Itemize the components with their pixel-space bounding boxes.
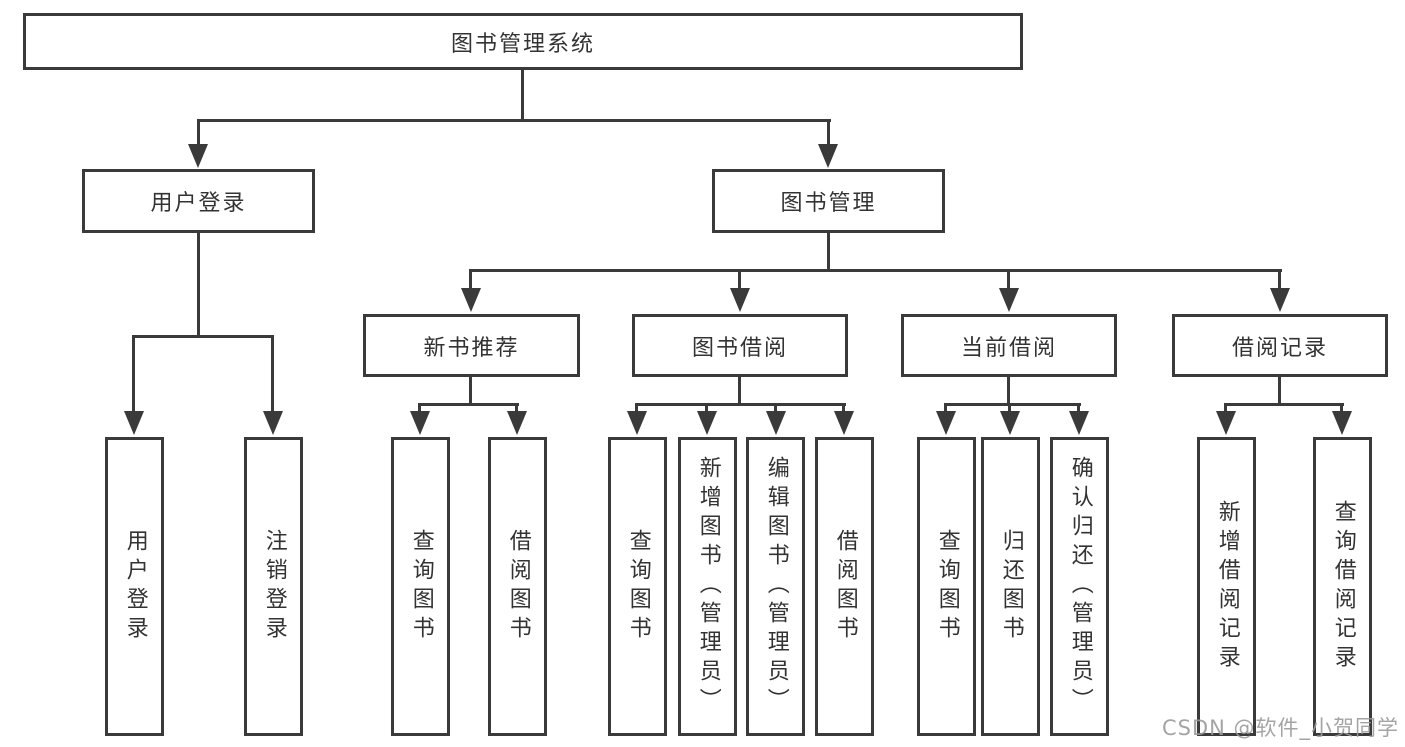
leaf-user-login: 用户登录 [105, 437, 164, 736]
node-borrowing-records: 借阅记录 [1172, 314, 1388, 377]
leaf-add-borrow-record: 新增借阅记录 [1197, 437, 1256, 736]
connector-root-left-drop [197, 119, 200, 147]
leaf-borrow-books-label: 借阅图书 [832, 528, 858, 645]
arrow-down-icon [124, 411, 144, 435]
connector-current-drop [1077, 403, 1080, 413]
arrow-down-icon [627, 411, 647, 435]
connector-records-stem [1278, 377, 1281, 406]
connector-borrowing-drop [842, 403, 845, 413]
arrow-down-icon [834, 411, 854, 435]
leaf-user-login-label: 用户登录 [122, 528, 148, 645]
connector-newbook-drop [418, 403, 421, 413]
leaf-add-books-admin: 新增图书（管理员） [678, 437, 737, 736]
connector-bookmgmt-drop [1007, 269, 1010, 290]
node-current-borrowing: 当前借阅 [901, 314, 1117, 377]
arrow-down-icon [1216, 411, 1236, 435]
arrow-down-icon [188, 144, 208, 168]
leaf-return-books-label: 归还图书 [998, 528, 1024, 645]
connector-records-drop [1340, 403, 1343, 413]
connector-records-drop [1224, 403, 1227, 413]
arrow-down-icon [766, 411, 786, 435]
connector-userlogin-bar [132, 335, 274, 338]
leaf-add-books-admin-label: 新增图书（管理员） [695, 456, 721, 717]
leaf-query-books-current: 查询图书 [917, 437, 976, 736]
node-user-login: 用户登录 [82, 169, 315, 233]
leaf-query-books-recommend-label: 查询图书 [408, 528, 434, 645]
leaf-confirm-return-admin-label: 确认归还（管理员） [1067, 456, 1093, 717]
connector-borrowing-drop [705, 403, 708, 413]
connector-current-drop [944, 403, 947, 413]
connector-current-stem [1007, 377, 1010, 406]
connector-root-stem [521, 69, 524, 121]
leaf-logout: 注销登录 [244, 437, 303, 736]
arrow-down-icon [410, 411, 430, 435]
leaf-query-books-current-label: 查询图书 [934, 528, 960, 645]
leaf-borrow-books-recommend: 借阅图书 [488, 437, 547, 736]
leaf-add-borrow-record-label: 新增借阅记录 [1214, 499, 1240, 674]
connector-userlogin-drop [271, 335, 274, 413]
connector-records-bar [1224, 403, 1344, 406]
node-new-book-recommendation: 新书推荐 [363, 314, 580, 377]
arrow-down-icon [1270, 288, 1290, 312]
csdn-watermark: CSDN @软件_小贺同学 [1162, 716, 1400, 740]
connector-bookmgmt-drop [469, 269, 472, 290]
leaf-query-books-borrowing: 查询图书 [608, 437, 667, 736]
arrow-down-icon [263, 411, 283, 435]
arrow-down-icon [936, 411, 956, 435]
arrow-down-icon [697, 411, 717, 435]
arrow-down-icon [999, 288, 1019, 312]
leaf-query-borrow-record-label: 查询借阅记录 [1330, 499, 1356, 674]
arrow-down-icon [1000, 411, 1020, 435]
leaf-query-borrow-record: 查询借阅记录 [1313, 437, 1372, 736]
connector-current-bar [944, 403, 1081, 406]
arrow-down-icon [1069, 411, 1089, 435]
leaf-query-books-borrowing-label: 查询图书 [625, 528, 651, 645]
leaf-edit-books-admin-label: 编辑图书（管理员） [763, 456, 789, 717]
node-book-borrowing: 图书借阅 [632, 314, 848, 377]
connector-bookmgmt-drop [1278, 269, 1281, 290]
leaf-query-books-recommend: 查询图书 [391, 437, 450, 736]
connector-bookmgmt-bar [469, 269, 1282, 272]
leaf-edit-books-admin: 编辑图书（管理员） [746, 437, 805, 736]
leaf-borrow-books: 借阅图书 [815, 437, 874, 736]
arrow-down-icon [818, 144, 838, 168]
connector-root-bar [197, 119, 831, 122]
connector-userlogin-drop [132, 335, 135, 413]
arrow-down-icon [507, 411, 527, 435]
connector-newbook-drop [515, 403, 518, 413]
connector-borrowing-bar [635, 403, 846, 406]
connector-newbook-stem [469, 377, 472, 406]
connector-bookmgmt-drop [738, 269, 741, 290]
leaf-logout-label: 注销登录 [261, 528, 287, 645]
node-book-management: 图书管理 [712, 169, 945, 233]
connector-userlogin-stem [197, 233, 200, 337]
connector-borrowing-stem [738, 377, 741, 406]
connector-newbook-bar [418, 403, 519, 406]
connector-borrowing-drop [774, 403, 777, 413]
connector-root-right-drop [827, 119, 830, 147]
leaf-borrow-books-recommend-label: 借阅图书 [505, 528, 531, 645]
connector-bookmgmt-stem [827, 233, 830, 272]
arrow-down-icon [730, 288, 750, 312]
arrow-down-icon [1332, 411, 1352, 435]
leaf-return-books: 归还图书 [981, 437, 1040, 736]
node-root: 图书管理系统 [23, 13, 1023, 70]
leaf-confirm-return-admin: 确认归还（管理员） [1050, 437, 1109, 736]
connector-current-drop [1008, 403, 1011, 413]
connector-borrowing-drop [635, 403, 638, 413]
arrow-down-icon [461, 288, 481, 312]
